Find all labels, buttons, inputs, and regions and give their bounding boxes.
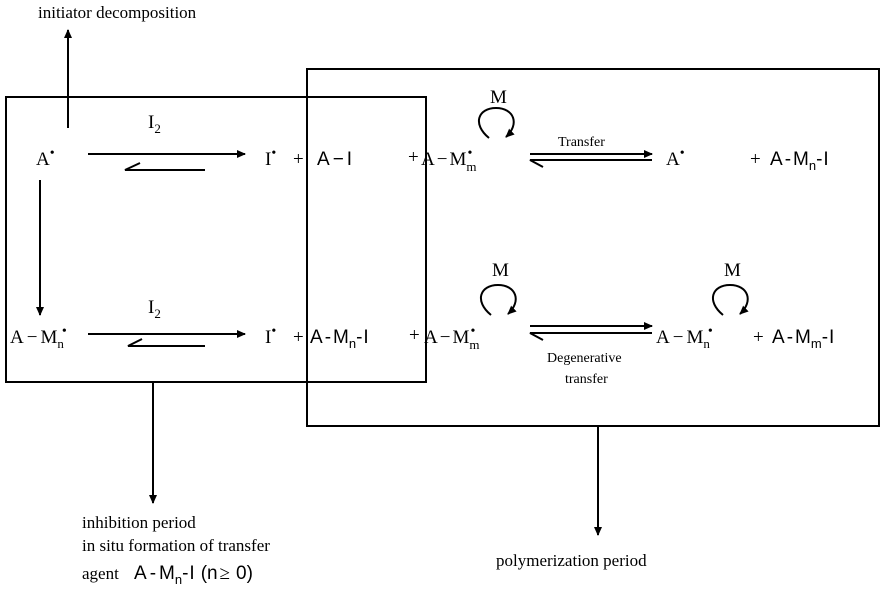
arrow-reverse-row2: [127, 338, 205, 347]
monomer-loop-arrow-row1: [478, 106, 515, 139]
arrow-reverse-row1: [124, 162, 205, 171]
plus-5: +: [409, 325, 420, 346]
monomer-loop-arrow-row2-product: [712, 283, 749, 316]
species-dormant-m: A-Mm-I: [772, 327, 834, 351]
species-a-radical-product: A•: [666, 146, 685, 170]
species-growing-radical-m-row1: A−Mm•: [421, 146, 476, 174]
caption-polymerization-period: polymerization period: [496, 551, 647, 570]
species-iodine-radical-row2: I•: [265, 324, 276, 348]
species-growing-radical-n-product: A−Mn•: [656, 324, 713, 351]
caption-agent-formula: A-Mn-I(n≥0): [134, 563, 253, 587]
caption-inhibition-period: inhibition period: [82, 513, 196, 532]
species-growing-radical-n: A−Mn•: [10, 324, 67, 351]
species-dormant-n-row1: A-Mn-I: [770, 149, 829, 173]
caption-agent-line: agent: [82, 564, 119, 583]
plus-1: +: [293, 149, 304, 170]
species-iodine-radical-row1: I•: [265, 146, 276, 170]
arrow-degenerative-reverse: [529, 332, 652, 341]
plus-3: +: [750, 149, 761, 170]
label-monomer-row2-product: M: [724, 260, 741, 281]
inhibition-period-box: [5, 96, 427, 383]
plus-2: +: [408, 147, 419, 168]
caption-in-situ-formation: in situ formation of transfer: [82, 536, 270, 555]
plus-6: +: [753, 327, 764, 348]
caption-agent-word: agent: [82, 564, 119, 583]
label-i2-row2: I2: [148, 297, 161, 321]
species-transfer-agent: A−I: [317, 149, 352, 170]
plus-4: +: [293, 327, 304, 348]
label-degenerative: Degenerative: [547, 351, 622, 366]
species-growing-radical-m-row2: A−Mm•: [424, 324, 479, 352]
monomer-loop-arrow-row2: [480, 283, 517, 316]
polymerization-period-box: [306, 68, 880, 427]
species-a-radical: A•: [36, 146, 55, 170]
caption-initiator-decomposition: initiator decomposition: [38, 3, 197, 22]
label-transfer: Transfer: [558, 135, 605, 150]
arrow-transfer-reverse: [529, 159, 652, 168]
label-i2-row1: I2: [148, 112, 161, 136]
label-degenerative-transfer: transfer: [565, 372, 608, 387]
label-monomer-row1: M: [490, 87, 507, 108]
species-dormant-n-row2: A-Mn-I: [310, 327, 369, 351]
label-monomer-row2: M: [492, 260, 509, 281]
